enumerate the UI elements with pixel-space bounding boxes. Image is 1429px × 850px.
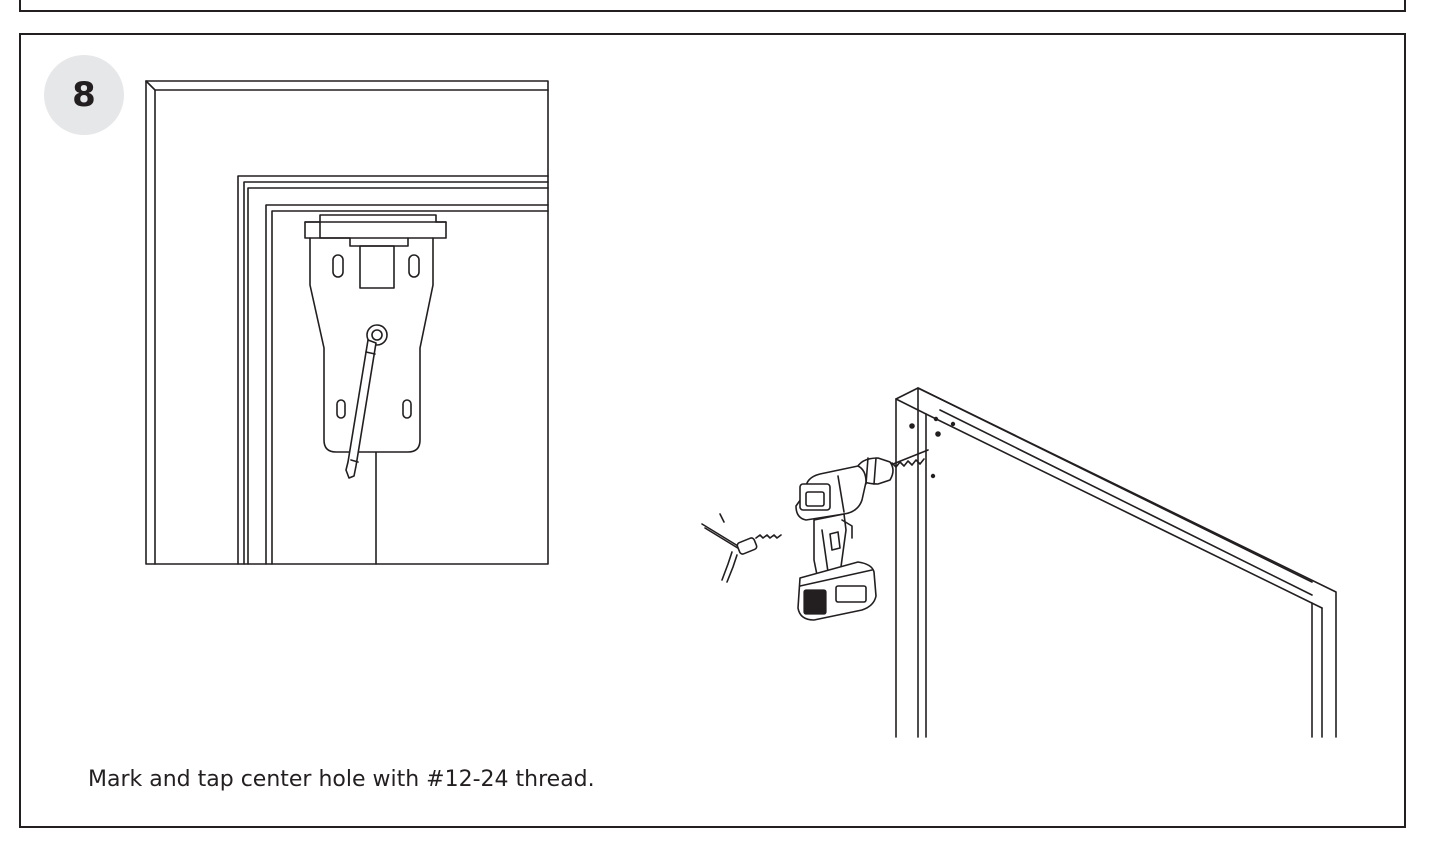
step-instruction: Mark and tap center hole with #12-24 thr… xyxy=(88,767,595,792)
step-number: 8 xyxy=(72,75,96,115)
step-number-badge: 8 xyxy=(44,55,124,135)
step-frame xyxy=(19,33,1406,828)
previous-step-frame xyxy=(19,0,1406,12)
